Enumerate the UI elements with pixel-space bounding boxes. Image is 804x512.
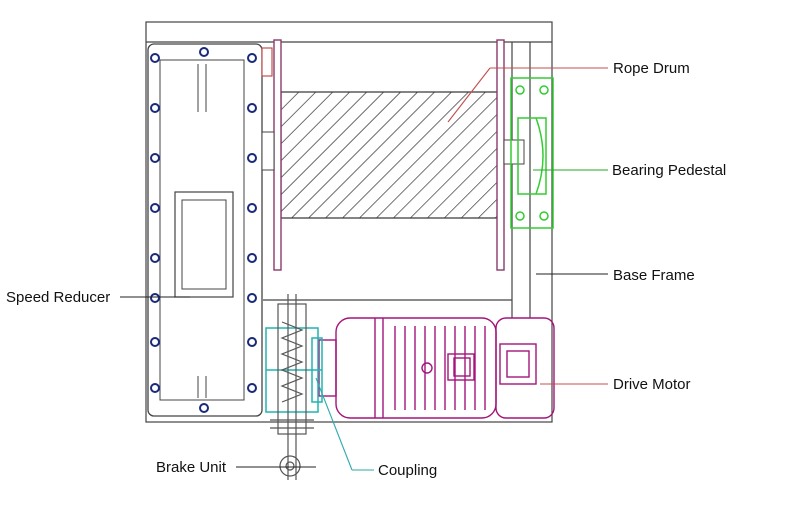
label-brake-unit: Brake Unit	[156, 459, 227, 476]
reducer-bolts	[150, 47, 257, 413]
label-rope-drum: Rope Drum	[613, 60, 690, 77]
label-bearing-pedestal: Bearing Pedestal	[612, 162, 726, 179]
drive-motor	[318, 317, 555, 419]
label-speed-reducer: Speed Reducer	[6, 289, 110, 306]
rope-drum	[261, 39, 525, 271]
bearing-pedestal	[510, 77, 554, 229]
label-base-frame: Base Frame	[613, 267, 695, 284]
leader-lines	[120, 67, 608, 471]
base-frame	[145, 21, 553, 423]
brake-unit	[270, 294, 314, 480]
coupling	[265, 327, 323, 413]
label-coupling: Coupling	[378, 462, 437, 479]
speed-reducer	[147, 43, 263, 417]
label-drive-motor: Drive Motor	[613, 376, 691, 393]
